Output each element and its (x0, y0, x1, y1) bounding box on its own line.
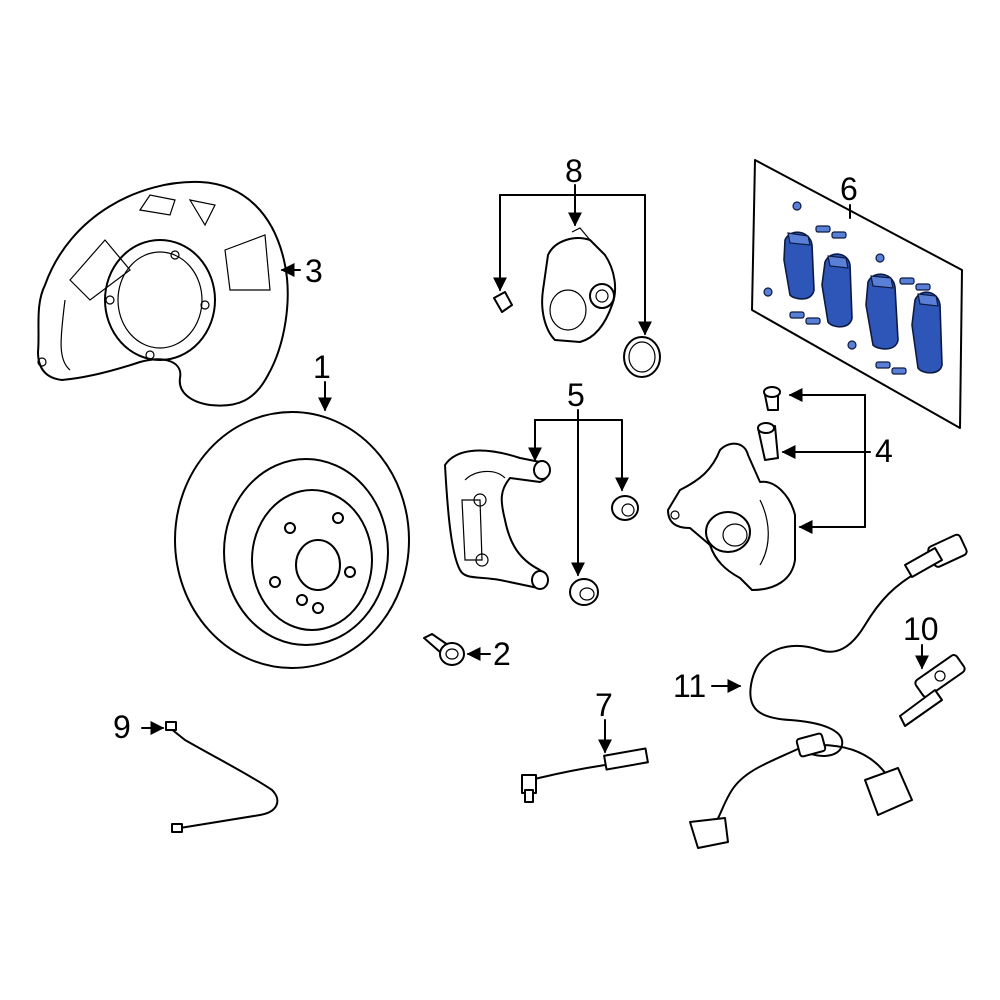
pad-hardware-clips (763, 201, 931, 375)
brake-pad-3 (865, 273, 899, 350)
leader-8 (493, 184, 652, 336)
callout-8: 8 (565, 153, 583, 189)
guide-bushing-upper (611, 495, 639, 521)
leader-4 (781, 388, 871, 534)
brake-pad-kit (751, 159, 963, 429)
wear-sensor-wire (165, 721, 279, 833)
brake-rotor (174, 411, 410, 669)
callout-4: 4 (875, 433, 893, 469)
callout-9: 9 (113, 709, 131, 745)
guide-bushing-lower (569, 578, 599, 606)
callout-7: 7 (595, 687, 613, 723)
callout-3: 3 (305, 253, 323, 289)
callout-labels: 1 2 3 4 5 6 7 8 9 10 11 (113, 153, 939, 745)
callout-1: 1 (313, 349, 331, 385)
brake-caliper (667, 386, 796, 591)
callout-6: 6 (840, 171, 858, 207)
leader-5 (528, 409, 629, 577)
brake-pad-1 (783, 231, 815, 300)
callout-11: 11 (673, 668, 706, 704)
parking-brake-actuator (493, 227, 661, 378)
speed-sensor (899, 654, 966, 727)
caliper-bracket (444, 449, 551, 590)
brake-pad-2 (821, 253, 853, 328)
callout-2: 2 (493, 636, 511, 672)
wear-sensor (521, 747, 649, 803)
dust-shield (37, 180, 289, 407)
bolt (423, 633, 465, 666)
callout-10: 10 (903, 611, 939, 647)
callout-5: 5 (567, 377, 585, 413)
sensor-harness (689, 533, 968, 849)
leader-lines (141, 184, 929, 754)
brake-pad-4 (911, 291, 943, 374)
